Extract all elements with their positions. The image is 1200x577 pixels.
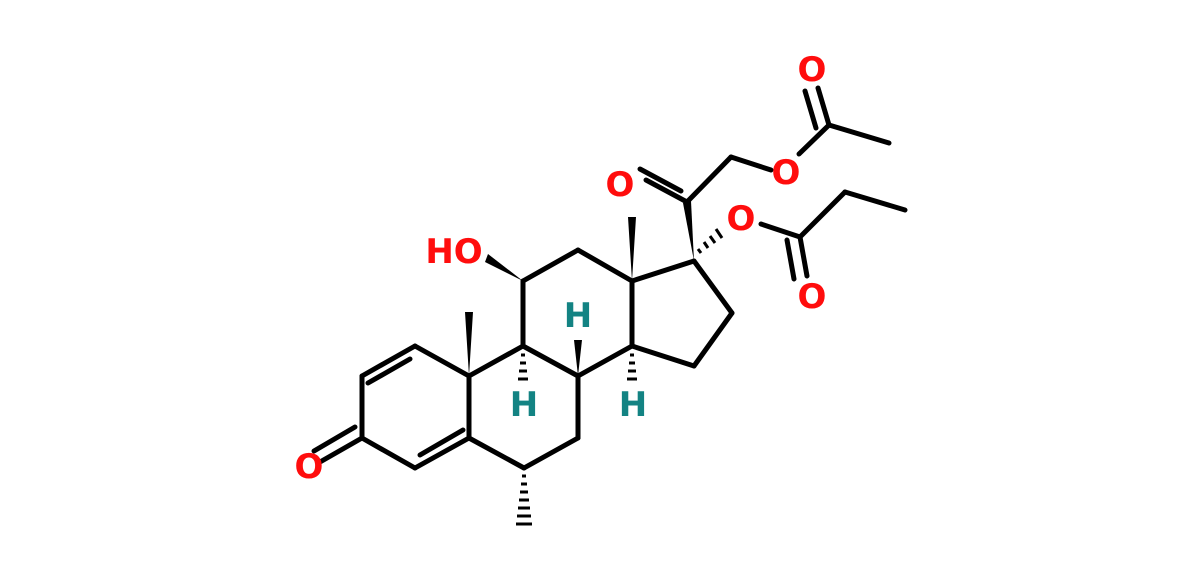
- bond-c10-c1: [412, 343, 472, 379]
- methyl-c18-wedge: [628, 217, 636, 281]
- bond-propionate-c-o: [797, 234, 810, 279]
- bond-c3-o-inner: [311, 424, 358, 454]
- bond-c16-c15: [691, 310, 735, 369]
- bond-c3-c4: [359, 435, 418, 471]
- bond-acetate-c-o: [815, 85, 832, 128]
- bond-propionate-ch2-ch3: [842, 189, 908, 213]
- bond-c13-c17: [629, 258, 697, 284]
- ketone-20-oxygen-label: O: [606, 165, 635, 205]
- bond-c9-c8: [520, 343, 581, 379]
- bond-c20-c21: [684, 154, 734, 205]
- bond-c12-c13: [575, 247, 635, 284]
- acetate-ester-oxygen-label: O: [772, 153, 801, 193]
- bond-c20-o: [643, 177, 690, 205]
- bond-c21-o: [728, 154, 774, 173]
- h14-hash: [627, 353, 637, 381]
- bond-c1-c2-inner: [365, 356, 413, 386]
- bond-c15-c14: [629, 343, 697, 369]
- methyl-c6-hash: [516, 474, 532, 526]
- c17-c20-wedge: [683, 201, 694, 261]
- bond-c14-c8: [575, 343, 635, 379]
- bond-c3-o: [317, 435, 365, 465]
- bond-c4-c5: [412, 435, 472, 471]
- bond-c7-c6: [521, 435, 581, 471]
- ketone-3-oxygen-label: O: [295, 447, 324, 487]
- ring-b: [466, 343, 581, 471]
- hydroxyl-label: HO: [425, 232, 482, 272]
- propionate-carbonyl-oxygen-label: O: [798, 277, 827, 317]
- methyl-c19-wedge: [465, 312, 473, 376]
- ring-a: [359, 343, 472, 471]
- bond-c6-c5: [466, 435, 527, 471]
- hydroxyl-wedge: [485, 254, 523, 281]
- ring-c: [520, 247, 635, 379]
- bond-c1-c2: [359, 343, 418, 379]
- acetate-carbonyl-oxygen-label: O: [798, 50, 827, 90]
- bond-acetate-c-ch3: [826, 122, 892, 146]
- h8-wedge: [574, 340, 582, 376]
- bond-c11-c12: [520, 247, 581, 284]
- bond-c20-o-inner: [637, 166, 684, 194]
- bond-propionate-o-c: [758, 221, 803, 240]
- bond-acetate-c-o-inner: [802, 88, 819, 131]
- c17-o-hash: [696, 228, 724, 254]
- h9-label: H: [510, 385, 538, 425]
- bond-c10-c9: [466, 343, 526, 379]
- bond-c17-c16: [691, 258, 735, 316]
- ring-d: [629, 258, 735, 369]
- propionate-ester-oxygen-label: O: [727, 199, 756, 239]
- bond-propionate-c-o-inner: [784, 237, 797, 282]
- h8-label: H: [564, 296, 592, 336]
- bond-propionate-c-ch2: [797, 189, 848, 240]
- h14-label: H: [619, 385, 647, 425]
- bond-c4-c5-inner: [417, 427, 466, 458]
- bond-acetate-o-c: [796, 122, 832, 157]
- h9-hash: [518, 353, 528, 381]
